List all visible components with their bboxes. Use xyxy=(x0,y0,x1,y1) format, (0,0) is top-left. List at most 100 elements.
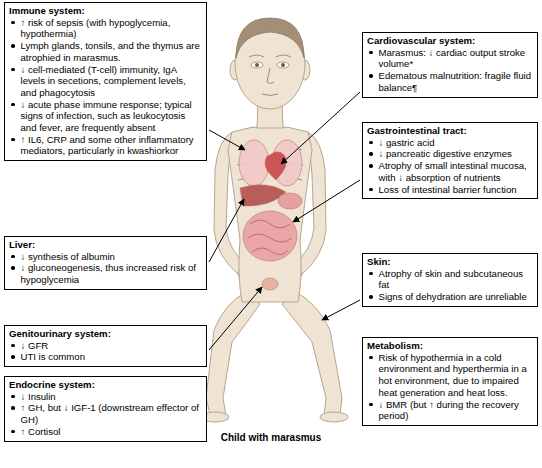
box-heading: Endocrine system: xyxy=(9,379,202,391)
bullet-text: ↓ synthesis of albumin xyxy=(21,251,203,263)
bullet-text: Loss of intestinal barrier function xyxy=(379,184,534,196)
box-heading: Metabolism: xyxy=(367,340,533,352)
leader-arrow xyxy=(209,199,244,262)
bullet-dot xyxy=(11,103,15,107)
bullet-item: Signs of dehydration are unreliable xyxy=(367,291,533,303)
bullet-dot xyxy=(369,272,373,276)
bullet-text: Marasmus: ↓ cardiac output stroke volume… xyxy=(379,47,534,70)
bullet-text: ↑ GH, but ↓ IGF-1 (downstream effector o… xyxy=(21,402,203,425)
bullet-dot xyxy=(369,356,373,360)
organ-system-box: Gastrointestinal tract:↓ gastric acid↓ p… xyxy=(362,122,538,199)
bullet-dot xyxy=(369,295,373,299)
bullet-item: ↓ cell-mediated (T-cell) immunity, IgA l… xyxy=(9,64,202,99)
leader-arrow xyxy=(209,130,245,150)
bullet-item: UTI is common xyxy=(9,351,202,363)
bullet-item: Lymph glands, tonsils, and the thymus ar… xyxy=(9,40,202,63)
bullet-text: Atrophy of skin and subcutaneous fat xyxy=(379,268,534,291)
box-heading: Gastrointestinal tract: xyxy=(367,125,533,137)
right-leg xyxy=(282,292,342,416)
bullet-dot xyxy=(11,430,15,434)
left-eye xyxy=(251,62,263,68)
bullet-text: Risk of hypothermia in a cold environmen… xyxy=(379,352,534,399)
bullet-dot xyxy=(11,406,15,410)
bullet-dot xyxy=(369,51,373,55)
bullet-text: ↓ BMR (but ↑ during the recovery period) xyxy=(379,399,534,422)
bullet-dot xyxy=(11,395,15,399)
left-lung xyxy=(239,140,269,186)
box-heading: Skin: xyxy=(367,256,533,268)
bullet-text: Signs of dehydration are unreliable xyxy=(379,291,534,303)
heart xyxy=(265,152,286,180)
bullet-dot xyxy=(11,255,15,259)
organ-system-box: Skin:Atrophy of skin and subcutaneous fa… xyxy=(362,253,538,307)
bullet-item: Loss of intestinal barrier function xyxy=(367,184,533,196)
leader-arrow xyxy=(293,180,360,222)
bullet-text: ↓ gastric acid xyxy=(379,137,534,149)
bullet-item: Risk of hypothermia in a cold environmen… xyxy=(367,352,533,399)
bullet-item: ↑ Cortisol xyxy=(9,426,202,438)
bullet-item: Atrophy of skin and subcutaneous fat xyxy=(367,268,533,291)
mouth xyxy=(262,94,278,96)
hair xyxy=(236,18,304,58)
leader-arrow xyxy=(322,300,360,320)
bullet-dot xyxy=(11,266,15,270)
box-heading: Genitourinary system: xyxy=(9,328,202,340)
leader-arrow xyxy=(209,287,262,350)
bullet-text: ↑ risk of sepsis (with hypoglycemia, hyp… xyxy=(21,17,203,40)
bullet-item: ↓ pancreatic digestive enzymes xyxy=(367,148,533,160)
bullet-item: Edematous malnutrition: fragile fluid ba… xyxy=(367,70,533,93)
bullet-dot xyxy=(11,68,15,72)
organ-system-box: Genitourinary system:↓ GFRUTI is common xyxy=(4,325,207,367)
bullet-dot xyxy=(11,355,15,359)
figure-caption: Child with marasmus xyxy=(205,432,337,443)
bullet-item: Atrophy of small intestinal mucosa, with… xyxy=(367,160,533,183)
bullet-text: ↓ pancreatic digestive enzymes xyxy=(379,148,534,160)
bullet-item: Marasmus: ↓ cardiac output stroke volume… xyxy=(367,47,533,70)
bullet-dot xyxy=(11,138,15,142)
bullet-text: ↓ Insulin xyxy=(21,391,203,403)
bullet-item: ↑ IL6, CRP and some other inflammatory m… xyxy=(9,134,202,157)
bullet-item: ↓ Insulin xyxy=(9,391,202,403)
bullet-text: ↑ IL6, CRP and some other inflammatory m… xyxy=(21,134,203,157)
bullet-text: ↓ cell-mediated (T-cell) immunity, IgA l… xyxy=(21,64,203,99)
bullet-dot xyxy=(11,344,15,348)
box-heading: Cardiovascular system: xyxy=(367,35,533,47)
left-pupil xyxy=(255,63,259,67)
bullet-item: ↓ gluconeogenesis, thus increased risk o… xyxy=(9,262,202,285)
bullet-text: Atrophy of small intestinal mucosa, with… xyxy=(379,160,534,183)
bullet-text: UTI is common xyxy=(21,351,203,363)
bullet-item: ↑ risk of sepsis (with hypoglycemia, hyp… xyxy=(9,17,202,40)
bullet-dot xyxy=(369,141,373,145)
torso xyxy=(228,126,312,302)
bullet-dot xyxy=(369,152,373,156)
bullet-text: Edematous malnutrition: fragile fluid ba… xyxy=(379,70,534,93)
box-heading: Immune system: xyxy=(9,5,202,17)
bullet-text: ↓ gluconeogenesis, thus increased risk o… xyxy=(21,262,203,285)
bullet-text: ↓ GFR xyxy=(21,340,203,352)
bullet-item: ↓ gastric acid xyxy=(367,137,533,149)
box-heading: Liver: xyxy=(9,239,202,251)
bullet-text: ↑ Cortisol xyxy=(21,426,203,438)
bullet-item: ↓ synthesis of albumin xyxy=(9,251,202,263)
right-pupil xyxy=(281,63,285,67)
right-foot xyxy=(320,412,348,422)
bladder xyxy=(262,278,278,290)
left-leg xyxy=(206,292,260,416)
organ-system-box: Endocrine system:↓ Insulin↑ GH, but ↓ IG… xyxy=(4,376,207,442)
organ-system-box: Metabolism:Risk of hypothermia in a cold… xyxy=(362,337,538,426)
bullet-item: ↓ acute phase immune response; typical s… xyxy=(9,99,202,134)
organ-system-box: Liver:↓ synthesis of albumin↓ gluconeoge… xyxy=(4,236,207,290)
intestine-coils xyxy=(248,220,292,255)
bullet-dot xyxy=(11,44,15,48)
bullet-text: ↓ acute phase immune response; typical s… xyxy=(21,99,203,134)
bullet-item: ↓ GFR xyxy=(9,340,202,352)
bullet-dot xyxy=(11,21,15,25)
stomach xyxy=(278,193,302,209)
bullet-dot xyxy=(369,164,373,168)
bullet-dot xyxy=(369,403,373,407)
organ-system-box: Cardiovascular system:Marasmus: ↓ cardia… xyxy=(362,32,538,98)
leader-arrow xyxy=(281,92,360,164)
organ-system-box: Immune system:↑ risk of sepsis (with hyp… xyxy=(4,2,207,161)
bullet-dot xyxy=(369,188,373,192)
